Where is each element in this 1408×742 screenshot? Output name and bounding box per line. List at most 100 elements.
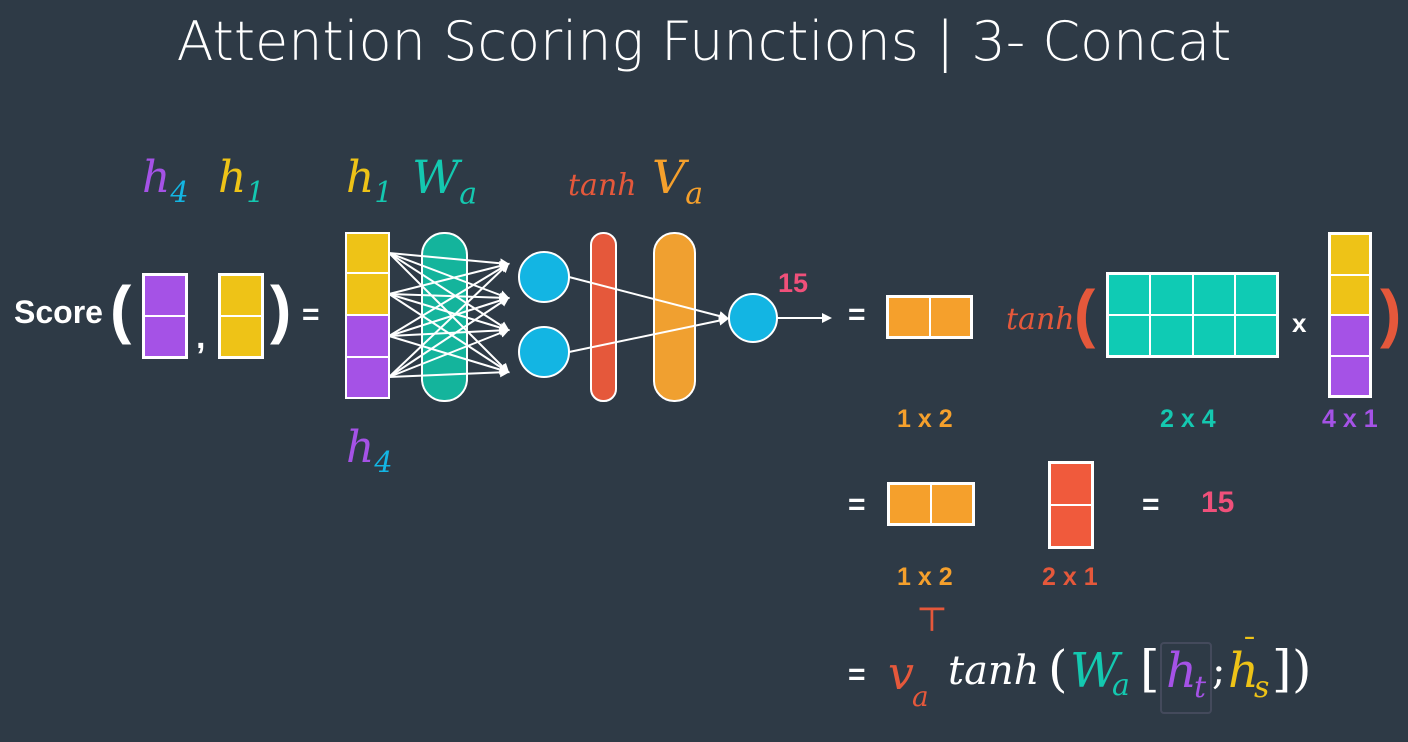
concat-input-vector bbox=[345, 232, 390, 399]
times-sign: x bbox=[1292, 308, 1307, 338]
h4-base: h bbox=[142, 152, 171, 203]
h4-base: h bbox=[346, 422, 375, 473]
hidden-node bbox=[518, 326, 570, 378]
h4-subscript: 4 bbox=[374, 445, 393, 479]
h4-subscript: 4 bbox=[170, 175, 189, 209]
wa-matrix-cell bbox=[1192, 274, 1235, 315]
h1-base: h bbox=[218, 152, 247, 203]
tanh-right-paren: ) bbox=[1380, 277, 1402, 349]
input-connections bbox=[388, 252, 510, 378]
equals-sign: = bbox=[848, 298, 866, 331]
concat-vector-cell bbox=[1330, 274, 1370, 315]
va-base: V bbox=[652, 150, 686, 204]
dimension-label: 2 x 4 bbox=[1160, 405, 1216, 433]
output-node bbox=[728, 293, 778, 343]
equals-sign: = bbox=[848, 488, 866, 521]
vector-h1 bbox=[218, 273, 264, 359]
formula-transpose: ⊤ bbox=[916, 600, 948, 640]
concat-cell-h1 bbox=[345, 272, 390, 316]
slide-title: Attention Scoring Functions | 3- Concat bbox=[176, 10, 1232, 73]
wa-matrix-2x4 bbox=[1106, 272, 1279, 358]
score-label: Score bbox=[14, 294, 103, 330]
formula-hs-subscript: s bbox=[1254, 670, 1270, 705]
formula-tanh: tanh bbox=[948, 648, 1040, 694]
formula-ht: h bbox=[1166, 643, 1197, 699]
dimension-label: 2 x 1 bbox=[1042, 563, 1098, 591]
formula-close-paren: ) bbox=[1292, 640, 1312, 698]
input-h1-label: h1 bbox=[218, 152, 265, 209]
formula-hs-bar: ¯ bbox=[1242, 632, 1257, 667]
ht-highlight-box bbox=[1160, 642, 1212, 714]
tanh-result-cell bbox=[1050, 463, 1092, 505]
concat-vector-cell bbox=[1330, 234, 1370, 275]
attention-network bbox=[345, 232, 832, 402]
result-matrix-cell bbox=[931, 484, 973, 524]
formula-hs: h bbox=[1228, 643, 1259, 699]
va-matrix-cell bbox=[929, 297, 971, 337]
va-subscript: a bbox=[685, 176, 704, 212]
left-paren: ( bbox=[110, 273, 132, 345]
equals-sign: = bbox=[302, 298, 320, 331]
wa-matrix-cell bbox=[1150, 274, 1193, 315]
formula-v: v bbox=[888, 646, 914, 700]
formula-semicolon: ; bbox=[1212, 648, 1226, 694]
vector-h4 bbox=[142, 273, 188, 359]
wa-base: W bbox=[412, 150, 460, 204]
formula-w: W bbox=[1070, 643, 1120, 699]
formula-close-bracket: ] bbox=[1272, 640, 1292, 698]
h1-subscript: 1 bbox=[246, 175, 265, 209]
tanh-layer bbox=[590, 232, 617, 402]
equals-sign: = bbox=[1142, 488, 1160, 521]
result-matrix-1x2 bbox=[887, 482, 975, 526]
right-paren: ) bbox=[270, 273, 292, 345]
score-result: 15 bbox=[1201, 486, 1235, 519]
tanh-result-cell bbox=[1050, 505, 1092, 547]
network-h1-label: h1 bbox=[346, 152, 393, 209]
dimension-label: 4 x 1 bbox=[1322, 405, 1378, 433]
wa-matrix-cell bbox=[1108, 315, 1151, 356]
va-layer bbox=[653, 232, 696, 402]
formula-open-paren: ( bbox=[1048, 640, 1068, 698]
wa-matrix-cell bbox=[1108, 274, 1151, 315]
concat-cell-h4 bbox=[345, 356, 390, 399]
wa-matrix-cell bbox=[1192, 315, 1235, 356]
tanh-left-paren: ( bbox=[1074, 277, 1096, 349]
result-matrix-cell bbox=[889, 484, 931, 524]
va-matrix-cell bbox=[888, 297, 930, 337]
hidden-node bbox=[518, 251, 570, 303]
va-matrix-1x2 bbox=[886, 295, 973, 339]
formula-open-bracket: [ bbox=[1140, 640, 1160, 698]
formula-w-subscript: a bbox=[1112, 668, 1130, 703]
wa-matrix-cell bbox=[1234, 315, 1277, 356]
formula-v-subscript: a bbox=[912, 680, 929, 713]
vector-h4-cell bbox=[144, 275, 186, 316]
input-h4-label: h4 bbox=[142, 152, 189, 209]
concat-vector-cell bbox=[1330, 355, 1370, 396]
dimension-label: 1 x 2 bbox=[897, 563, 953, 591]
wa-label: Wa bbox=[412, 150, 477, 211]
network-h4-label: h4 bbox=[346, 422, 393, 479]
concat-vector-4x1 bbox=[1328, 232, 1372, 398]
vector-h4-cell bbox=[144, 316, 186, 357]
formula-ht-subscript: t bbox=[1194, 670, 1207, 705]
tanh-label: tanh bbox=[568, 168, 637, 203]
network-output-value: 15 bbox=[778, 268, 809, 298]
equals-sign: = bbox=[848, 658, 866, 691]
wa-matrix-cell bbox=[1150, 315, 1193, 356]
wa-subscript: a bbox=[459, 176, 478, 212]
tanh-result-vector-2x1 bbox=[1048, 461, 1094, 549]
concat-cell-h4 bbox=[345, 314, 390, 358]
concat-cell-h1 bbox=[345, 232, 390, 274]
va-label: Va bbox=[652, 150, 703, 211]
dimension-label: 1 x 2 bbox=[897, 405, 953, 433]
h1-subscript: 1 bbox=[374, 175, 393, 209]
wa-matrix-cell bbox=[1234, 274, 1277, 315]
vector-h1-cell bbox=[220, 316, 262, 357]
tanh-function: tanh bbox=[1006, 302, 1075, 337]
vector-h1-cell bbox=[220, 275, 262, 316]
h1-base: h bbox=[346, 152, 375, 203]
concat-vector-cell bbox=[1330, 315, 1370, 356]
hidden-connections bbox=[568, 276, 729, 353]
comma: , bbox=[196, 318, 206, 356]
